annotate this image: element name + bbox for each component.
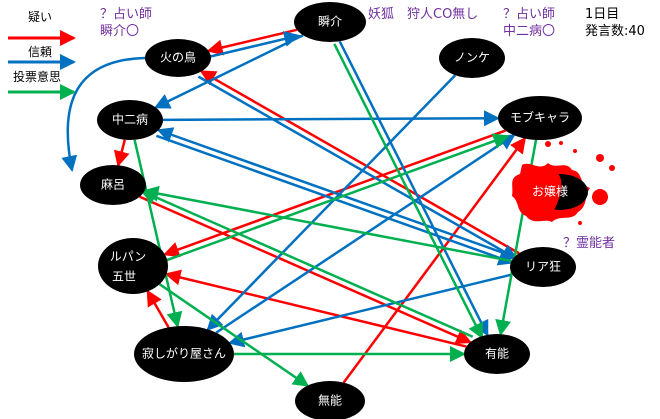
note-medium: ？霊能者 — [563, 236, 616, 251]
node-hinotori[interactable]: 火の鳥 — [145, 39, 211, 77]
node-sabishigari[interactable]: 寂しがり屋さん — [134, 326, 234, 382]
edge-trust-shunsuke-to-chuunibyou — [153, 34, 304, 109]
edge-doubt-maro-to-yuunou — [139, 195, 473, 344]
node-label: 無能 — [318, 393, 342, 408]
note-seer2-result: 中二病〇 — [503, 24, 556, 39]
edge-trust-hinotori-to-shunsuke — [209, 31, 301, 58]
edges-layer — [61, 28, 538, 387]
node-label: 中二病 — [112, 112, 148, 127]
note-seer2-role: ？占い師 — [503, 7, 556, 22]
edge-trust-hinotori-to-riakyou — [197, 75, 518, 260]
node-yuunou[interactable]: 有能 — [464, 334, 530, 374]
edge-vote-lupin-to-mobchara — [166, 133, 510, 262]
edge-vote-chuunibyou-to-sabishigari — [133, 139, 183, 329]
node-ojousama[interactable]: お嬢様 — [518, 169, 588, 214]
note-fox-hunter: 妖狐 狩人CO無し — [368, 7, 479, 22]
node-label: 寂しがり屋さん — [142, 346, 226, 361]
legend-trust-label: 信頼 — [28, 45, 53, 59]
edge-doubt-yuunou-to-lupin — [164, 269, 467, 348]
node-lupin[interactable]: ルパン 五世 — [98, 238, 168, 294]
node-munou[interactable]: 無能 — [295, 381, 365, 419]
edge-vote-riakyou-to-maro — [142, 185, 512, 263]
node-label: 有能 — [485, 347, 509, 361]
remark-count: 発言数:40 — [585, 24, 645, 39]
nodes-layer: 瞬介 火の鳥 中二病 麻呂 ルパン 五世 寂しがり屋さん 無能 有能 リア狂 モ… — [80, 2, 588, 419]
edge-vote-lupin-to-munou — [158, 283, 310, 387]
edge-vote-yuunou-to-maro — [140, 189, 474, 338]
day-label: 1日目 — [585, 7, 620, 22]
node-label: ルパン — [110, 250, 147, 264]
legend-vote-label: 投票意思 — [13, 70, 62, 84]
edge-trust-chuunibyou-to-mobchara — [162, 110, 501, 127]
edge-trust-riakyou-to-chuunibyou — [156, 127, 515, 259]
edge-doubt-munou-to-mobchara — [342, 136, 526, 384]
node-shunsuke[interactable]: 瞬介 — [294, 2, 366, 42]
node-label: 瞬介 — [318, 15, 342, 29]
node-label: リア狂 — [525, 260, 561, 274]
node-label: 五世 — [112, 270, 136, 284]
node-label: モブキャラ — [510, 110, 570, 125]
edge-trust-nonke-to-sabishigari — [206, 74, 457, 331]
edge-doubt-riakyou-to-hinotori — [199, 70, 520, 255]
node-nonke[interactable]: ノンケ — [439, 38, 505, 78]
node-label: 麻呂 — [101, 177, 125, 192]
edge-vote-shunsuke-to-yuunou — [333, 43, 484, 340]
node-label: ノンケ — [454, 51, 490, 65]
node-chuunibyou[interactable]: 中二病 — [97, 100, 163, 140]
note-seer1: ？占い師瞬介〇 — [100, 6, 152, 40]
node-riakyou[interactable]: リア狂 — [510, 247, 576, 287]
node-label: 火の鳥 — [160, 50, 196, 65]
note-seer1-result: 瞬介〇 — [100, 24, 140, 39]
edge-doubt-chuunibyou-to-maro — [113, 139, 130, 168]
note-seer2: ？占い師中二病〇 — [503, 6, 555, 40]
legend-doubt-label: 疑い — [28, 10, 53, 24]
node-label: お嬢様 — [532, 185, 568, 199]
node-mobchara[interactable]: モブキャラ — [498, 96, 582, 140]
edge-trust-riakyou-to-sabishigari — [227, 273, 513, 348]
node-maro[interactable]: 麻呂 — [80, 165, 146, 205]
edge-trust-hinotori-to-maro — [61, 56, 146, 172]
note-seer1-role: ？占い師 — [100, 7, 153, 22]
edge-doubt-sabishigari-to-lupin — [146, 289, 170, 328]
edge-doubt-shunsuke-to-hinotori — [206, 28, 298, 56]
day-info: 1日目発言数:40 — [585, 6, 645, 40]
